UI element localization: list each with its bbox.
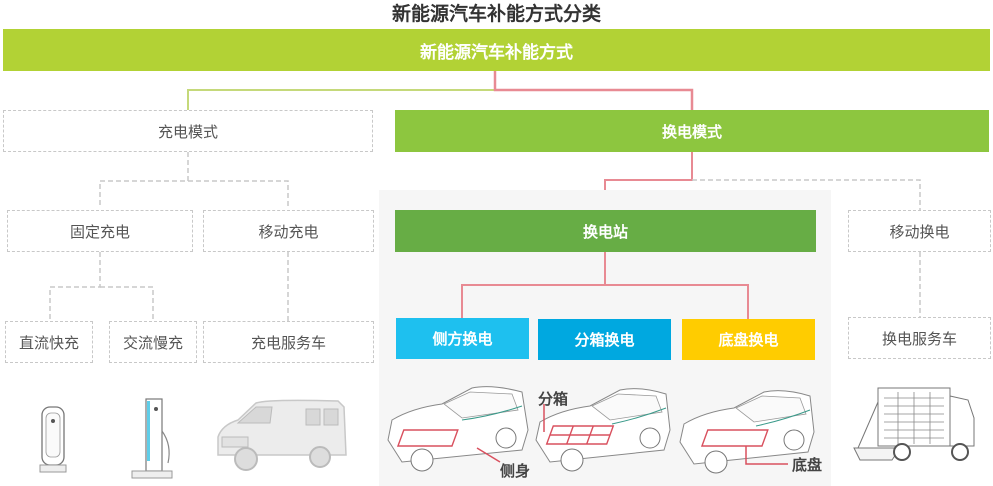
side-annotation: 侧身 [500, 462, 531, 480]
chassis-annotation: 底盘 [792, 456, 823, 474]
pillar-charger-icon [131, 398, 173, 479]
swap-mode-node: 换电模式 [395, 110, 989, 152]
mobile-swap-node: 移动换电 [848, 210, 991, 252]
swap-mode-label: 换电模式 [661, 122, 722, 141]
mobile-swap-label: 移动换电 [889, 222, 950, 241]
chassis-swap-car-icon [679, 390, 815, 474]
side-swap-car-icon [387, 386, 529, 472]
split-box-swap-node: 分箱换电 [538, 319, 671, 360]
ac-slow-charge-label: 交流慢充 [122, 333, 183, 352]
root-label: 新能源汽车补能方式 [420, 42, 573, 63]
swap-service-truck-node: 换电服务车 [848, 317, 991, 359]
side-swap-label: 侧方换电 [432, 330, 493, 348]
service-van-icon [217, 399, 347, 471]
charging-service-van-node: 充电服务车 [203, 321, 374, 363]
swap-service-truck-icon [853, 387, 975, 461]
fixed-charging-node: 固定充电 [7, 210, 193, 252]
fixed-charging-label: 固定充电 [69, 222, 130, 241]
dc-fast-charge-label: 直流快充 [18, 333, 79, 352]
charging-service-van-label: 充电服务车 [250, 333, 326, 352]
charging-mode-node: 充电模式 [3, 110, 373, 152]
ac-slow-charge-node: 交流慢充 [109, 321, 197, 363]
root-node: 新能源汽车补能方式 [3, 29, 990, 71]
dc-fast-charge-node: 直流快充 [5, 321, 93, 363]
split-box-swap-label: 分箱换电 [574, 331, 635, 349]
swap-station-node: 换电站 [395, 210, 816, 252]
chassis-swap-node: 底盘换电 [682, 319, 815, 360]
wall-charger-icon [39, 406, 67, 473]
mobile-charging-label: 移动充电 [258, 222, 319, 241]
split-box-annotation: 分箱 [538, 390, 569, 408]
side-swap-node: 侧方换电 [396, 318, 529, 359]
chassis-swap-label: 底盘换电 [718, 331, 779, 349]
split-box-swap-car-icon [535, 388, 671, 472]
swap-station-label: 换电站 [582, 222, 628, 241]
mobile-charging-node: 移动充电 [203, 210, 374, 252]
swap-service-truck-label: 换电服务车 [881, 329, 957, 348]
charging-mode-label: 充电模式 [157, 122, 218, 141]
diagram-title: 新能源汽车补能方式分类 [391, 3, 601, 25]
